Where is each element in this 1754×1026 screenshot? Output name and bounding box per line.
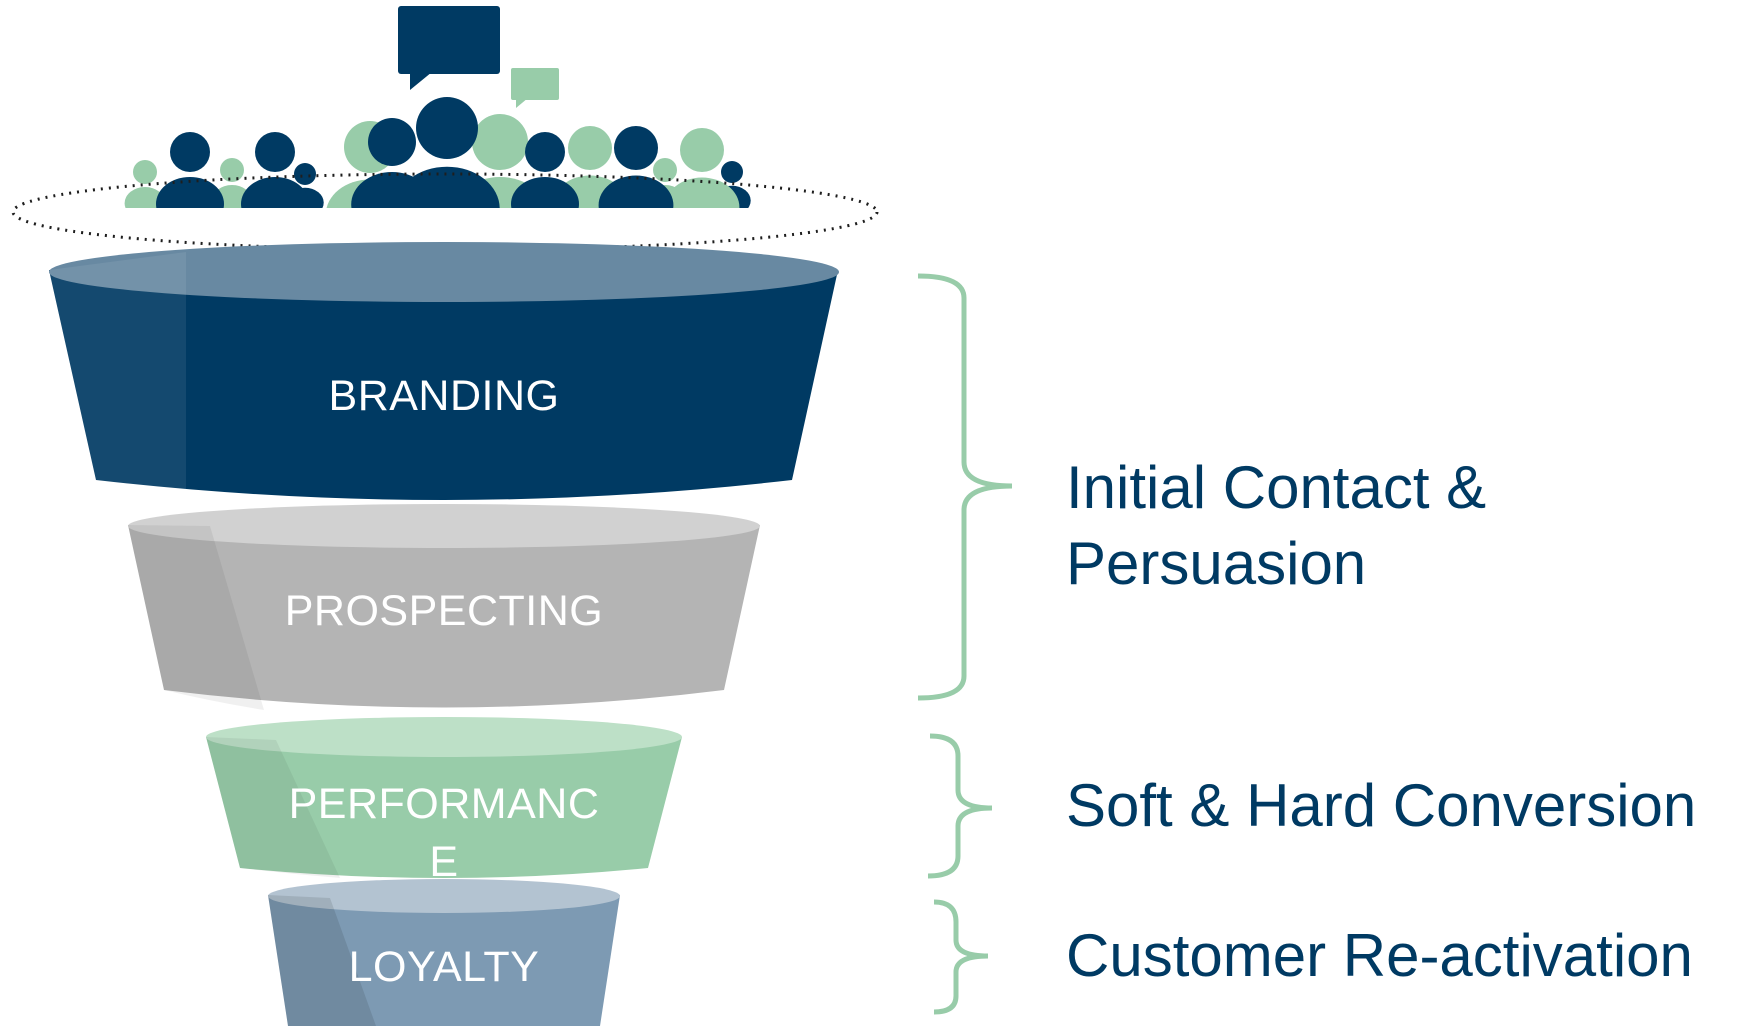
speech-bubble-icon: [398, 6, 500, 90]
bracket-reactivation: [933, 899, 989, 1015]
label-customer-reactivation-text: Customer Re-activation: [1066, 922, 1693, 989]
speech-bubble-small-icon: [511, 68, 559, 108]
label-soft-hard-conversion-text: Soft & Hard Conversion: [1066, 772, 1697, 839]
label-soft-hard-conversion: Soft & Hard Conversion: [1066, 768, 1696, 844]
person-icon: [598, 126, 674, 208]
label-initial-contact-line2: Persuasion: [1066, 530, 1367, 597]
person-icon: [511, 132, 579, 208]
funnel-stage-prospecting: PROSPECTING: [128, 504, 760, 710]
funnel-stage-performance: PERFORMANC E: [206, 717, 682, 886]
people-crowd-icon: [124, 97, 751, 208]
label-customer-reactivation: Customer Re-activation: [1066, 918, 1693, 994]
person-icon: [241, 132, 309, 208]
person-icon: [211, 158, 253, 208]
person-icon: [124, 160, 166, 208]
stage-label-performance: PERFORMANC: [289, 780, 600, 828]
label-initial-contact-persuasion: Initial Contact & Persuasion: [1066, 450, 1486, 602]
stage-label-performance-wrap: E: [429, 838, 458, 886]
stage-label-prospecting: PROSPECTING: [285, 587, 604, 635]
funnel-stage-loyalty: LOYALTY: [268, 879, 620, 1026]
bracket-conversion: [927, 733, 993, 879]
person-icon: [394, 97, 500, 208]
stage-label-branding: BRANDING: [329, 372, 560, 420]
person-icon: [156, 132, 224, 208]
stage-label-loyalty: LOYALTY: [349, 943, 540, 991]
person-icon: [664, 128, 740, 208]
label-initial-contact-line1: Initial Contact &: [1066, 454, 1487, 521]
funnel-stage-branding: BRANDING: [49, 242, 839, 505]
funnel-opening-ellipse: [11, 172, 879, 252]
bracket-initial-contact: [917, 273, 1013, 701]
